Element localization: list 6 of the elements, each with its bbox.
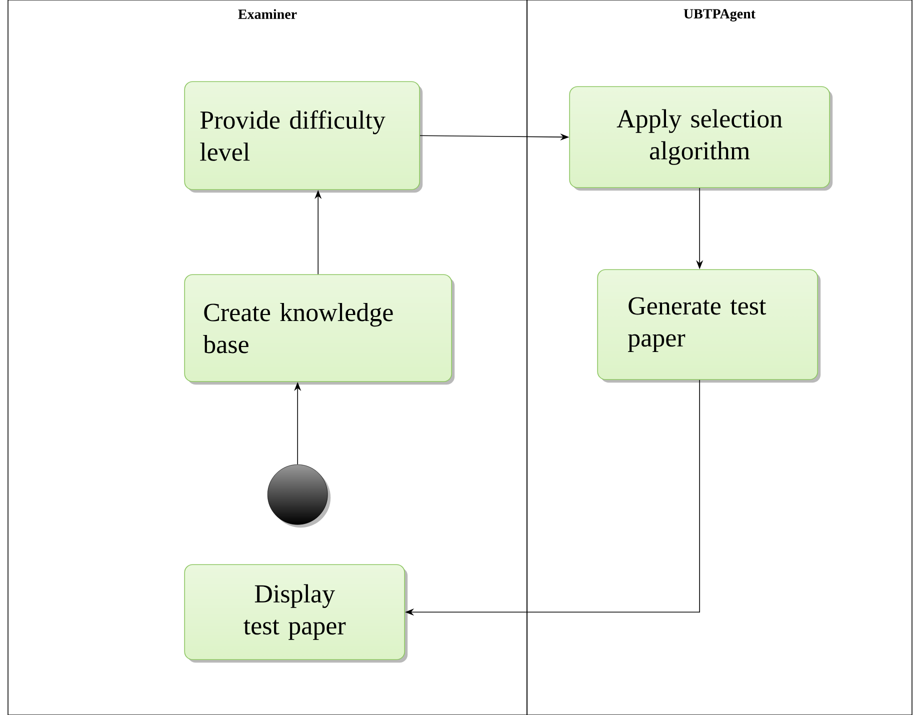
activity-box: Create knowledge base	[184, 274, 455, 385]
activity-box: Provide difficulty level	[184, 81, 423, 193]
start-node	[267, 464, 331, 528]
activity-box: Display test paper	[184, 564, 408, 663]
activity-box: Generate test paper	[597, 269, 821, 383]
activity-box: Apply selection algorithm	[569, 86, 833, 191]
